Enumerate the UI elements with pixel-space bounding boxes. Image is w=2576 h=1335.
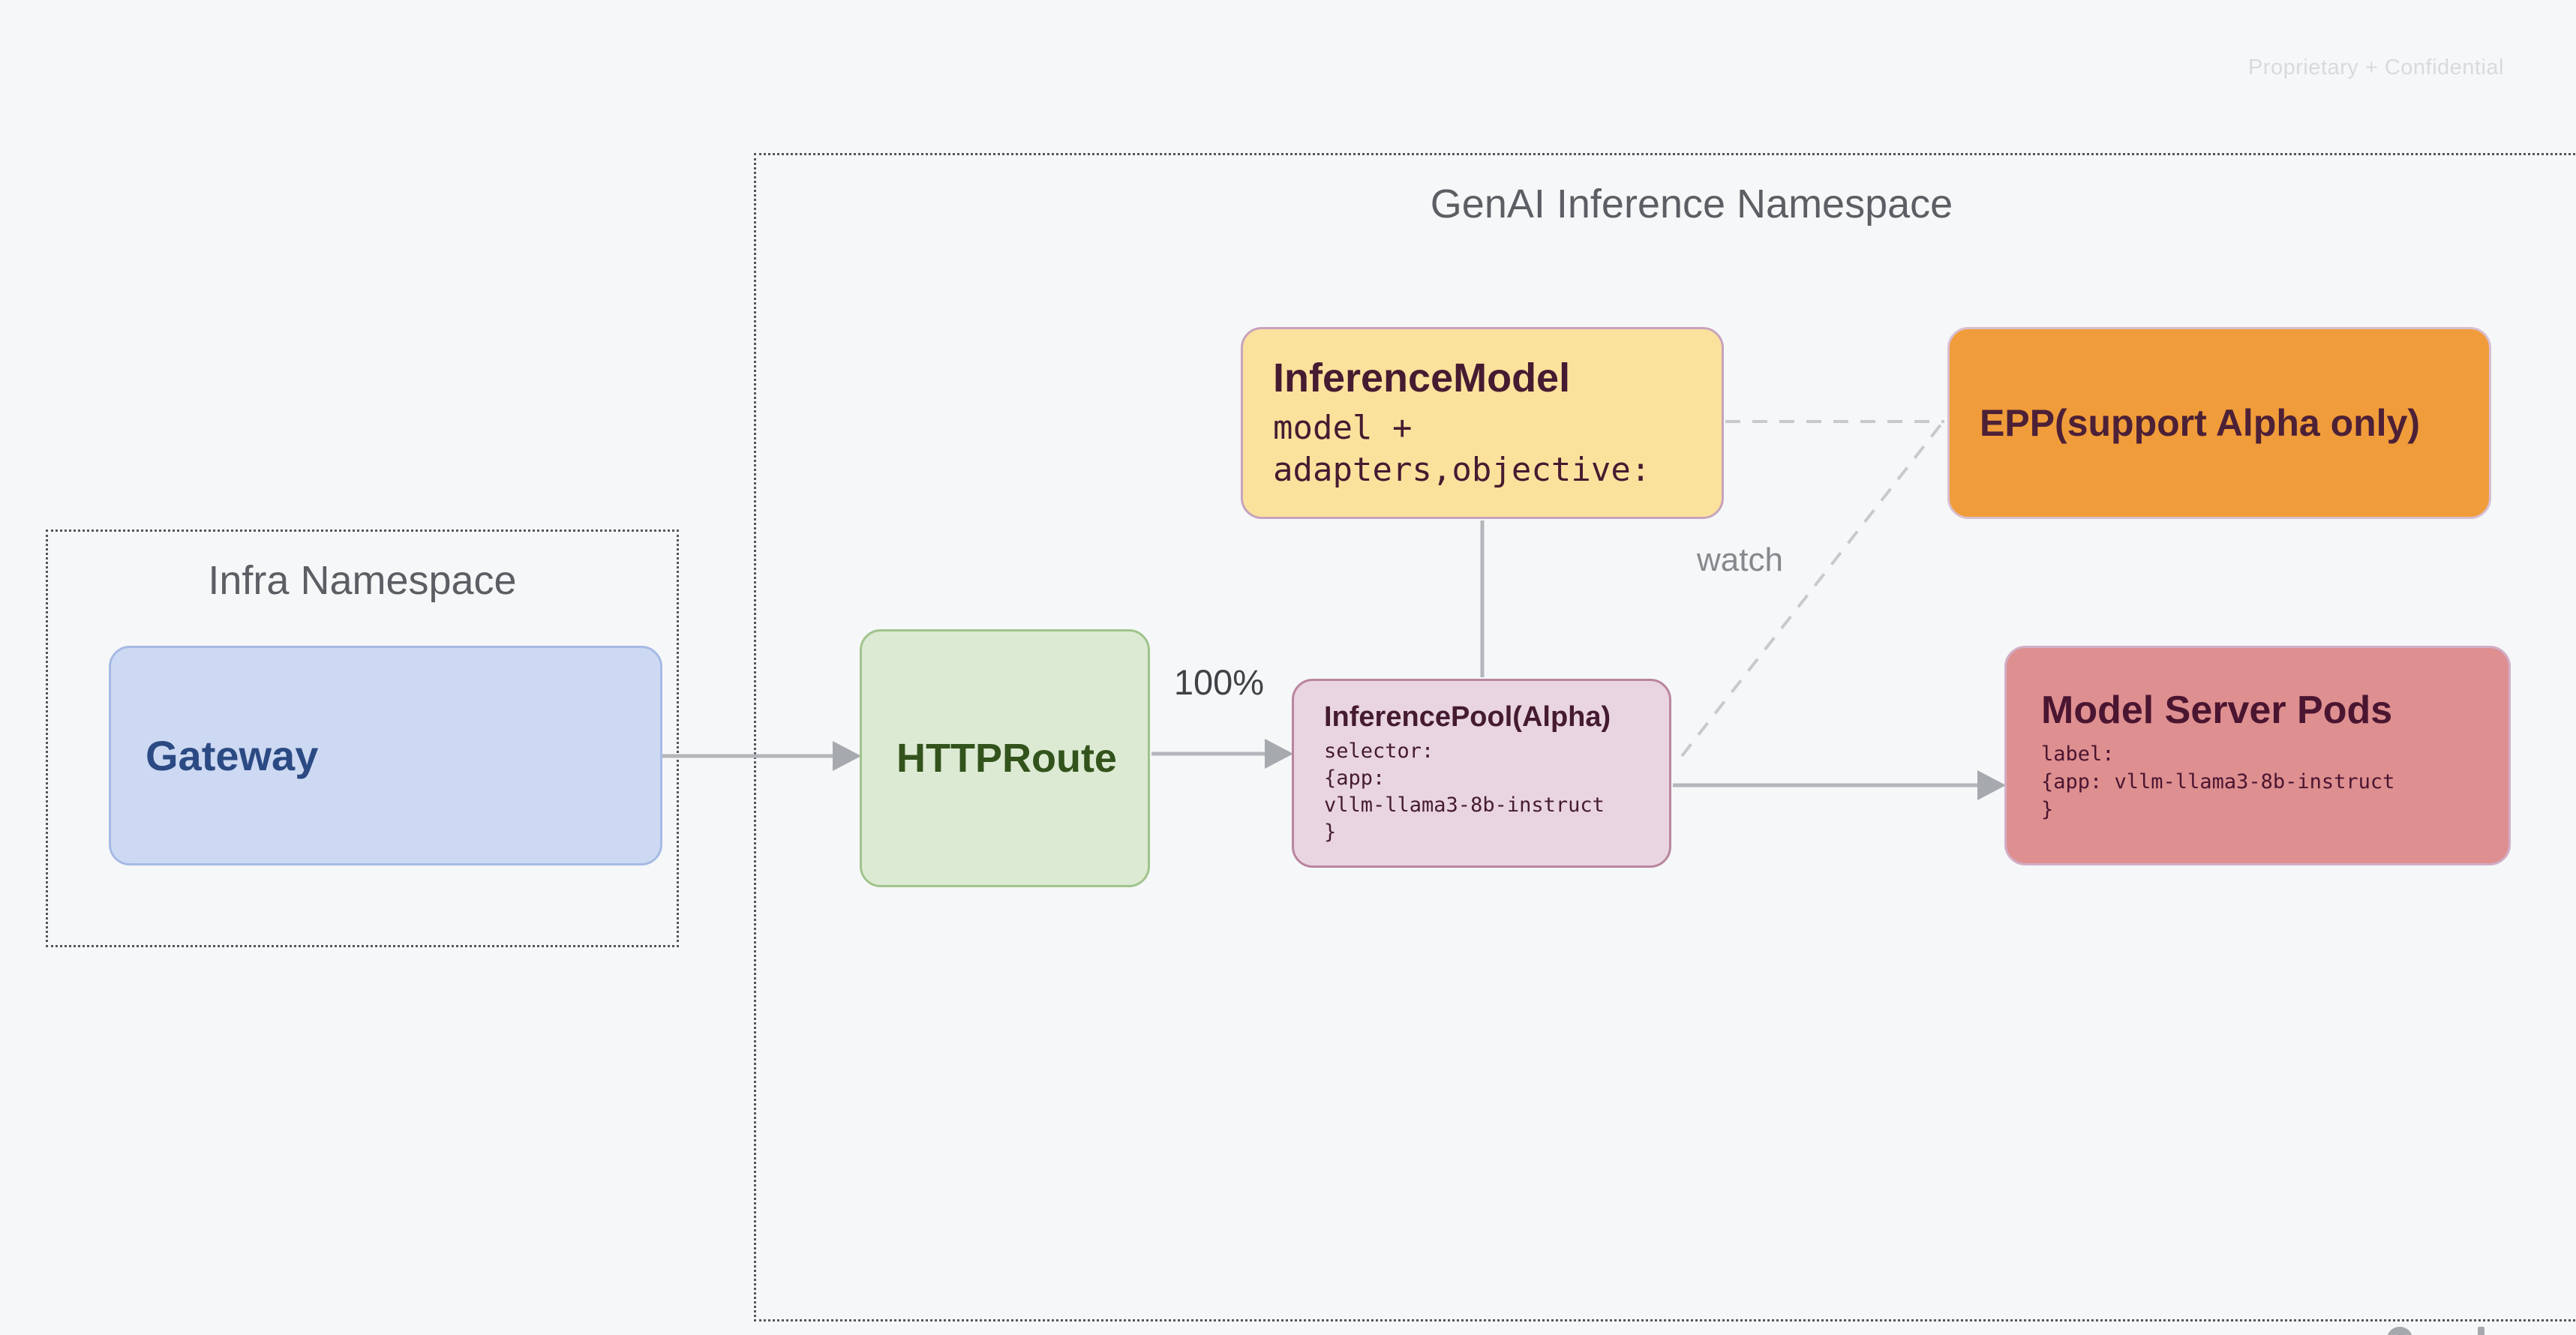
inference-pool-body-line: vllm-llama3-8b-instruct bbox=[1324, 793, 1605, 817]
model-server-pods-node: Model Server Pods label: {app: vllm-llam… bbox=[2004, 646, 2511, 866]
httproute-title: HTTPRoute bbox=[896, 735, 1117, 781]
epp-title: EPP(support Alpha only) bbox=[1980, 402, 2421, 444]
google-logo-g-top bbox=[2387, 1327, 2412, 1335]
infra-namespace-title: Infra Namespace bbox=[208, 558, 517, 603]
google-logo-l-top bbox=[2478, 1327, 2484, 1335]
arrowhead-pods bbox=[1977, 770, 2006, 800]
httproute-node: HTTPRoute bbox=[860, 629, 1150, 887]
watermark-text: Proprietary + Confidential bbox=[2247, 56, 2504, 80]
inference-pool-body-line: } bbox=[1324, 820, 1337, 844]
infra-namespace-box: Infra Namespace bbox=[46, 530, 679, 947]
arrowhead-httproute bbox=[833, 741, 861, 771]
route-weight-label: 100% bbox=[1173, 662, 1265, 702]
inference-pool-node: InferencePool(Alpha) selector: {app: vll… bbox=[1292, 679, 1671, 868]
inference-model-title: InferenceModel bbox=[1273, 356, 1571, 401]
model-server-pods-body-line: label: bbox=[2041, 742, 2115, 766]
genai-namespace-box: GenAI Inference Namespace bbox=[754, 153, 2576, 1322]
inference-model-body-line: model + bbox=[1273, 409, 1413, 448]
gateway-title: Gateway bbox=[146, 731, 319, 779]
inference-pool-body-line: {app: bbox=[1324, 766, 1386, 790]
inference-model-body-line: adapters,objective: bbox=[1273, 451, 1651, 490]
arrowhead-inferencepool bbox=[1265, 739, 1293, 769]
dashed-epp-watch-inferencepool bbox=[1680, 418, 1946, 758]
inference-pool-body-line: selector: bbox=[1324, 739, 1434, 763]
genai-namespace-title: GenAI Inference Namespace bbox=[1430, 182, 1953, 226]
inference-pool-title: InferencePool(Alpha) bbox=[1324, 701, 1611, 734]
epp-node: EPP(support Alpha only) bbox=[1947, 327, 2491, 519]
model-server-pods-body-line: {app: vllm-llama3-8b-instruct bbox=[2041, 770, 2395, 794]
model-server-pods-title: Model Server Pods bbox=[2041, 688, 2393, 733]
inference-model-node: InferenceModel model + adapters,objectiv… bbox=[1241, 327, 1724, 519]
watch-label: watch bbox=[1697, 542, 1783, 578]
gateway-node: Gateway bbox=[109, 646, 662, 866]
model-server-pods-body-line: } bbox=[2041, 798, 2054, 822]
